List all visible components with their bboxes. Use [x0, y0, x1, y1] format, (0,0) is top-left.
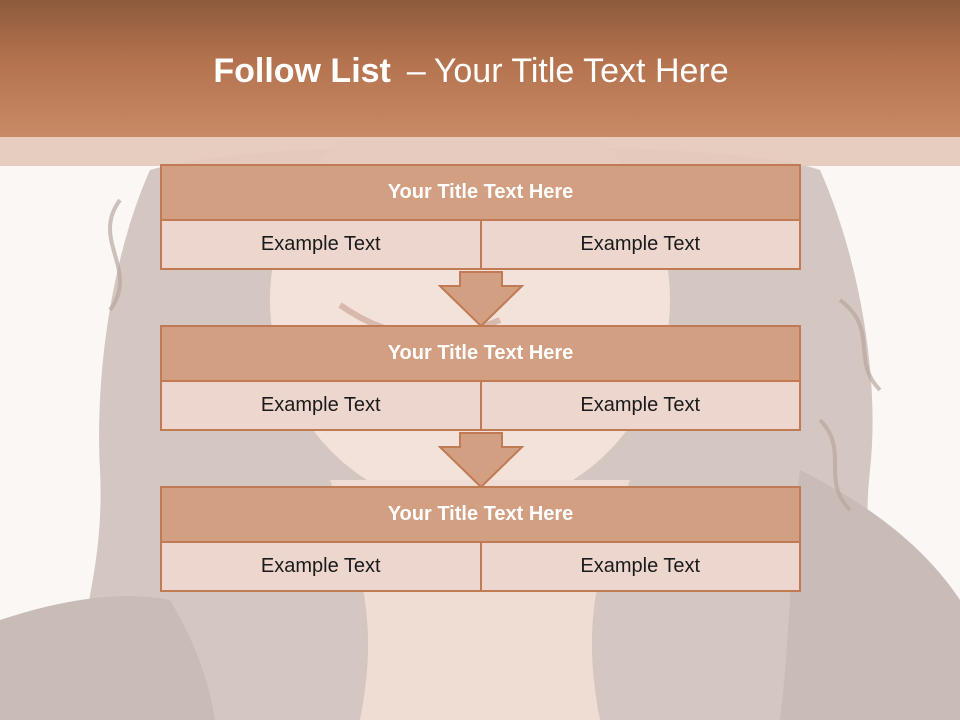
list-block-2: Your Title Text Here Example Text Exampl… [160, 325, 801, 431]
block-cell-left: Example Text [260, 233, 381, 255]
block-title: Your Title Text Here [162, 327, 799, 382]
block-cell-left: Example Text [260, 555, 381, 577]
block-title: Your Title Text Here [162, 166, 799, 221]
slide-title: Follow List–Your Title Text Here [0, 52, 942, 91]
list-block-1: Your Title Text Here Example Text Exampl… [160, 164, 801, 270]
slide-title-bold: Follow List [213, 52, 391, 90]
block-cell-right: Example Text [479, 221, 800, 268]
slide-title-separator: – [406, 52, 426, 90]
slide-title-rest: Your Title Text Here [433, 52, 729, 90]
block-cell-right: Example Text [479, 382, 800, 429]
block-title: Your Title Text Here [162, 488, 799, 543]
header-bar [0, 0, 960, 137]
block-cell-right: Example Text [479, 543, 800, 590]
down-arrow-icon [438, 432, 524, 489]
list-block-3: Your Title Text Here Example Text Exampl… [160, 486, 801, 592]
block-cell-left: Example Text [260, 394, 381, 416]
down-arrow-icon [438, 271, 524, 328]
header-accent-band [0, 137, 960, 166]
